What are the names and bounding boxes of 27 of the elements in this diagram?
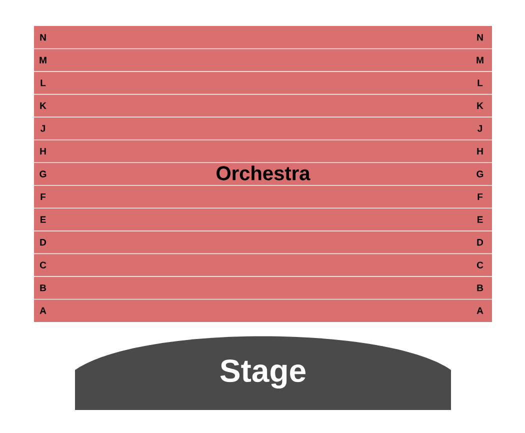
row-label: F xyxy=(478,194,483,200)
row-label: N xyxy=(477,34,483,41)
row-label: M xyxy=(40,56,46,64)
row-label: M xyxy=(476,56,484,64)
row-label: E xyxy=(40,216,46,223)
row-label: C xyxy=(40,262,46,268)
row-label: H xyxy=(477,148,483,154)
row-label: B xyxy=(40,284,46,292)
row-label: D xyxy=(477,239,484,246)
row-label: D xyxy=(40,239,46,246)
row-label: L xyxy=(478,80,483,86)
row-label: J xyxy=(40,125,45,132)
row-label: H xyxy=(40,148,46,154)
row-label: A xyxy=(476,307,484,314)
row-label: N xyxy=(40,34,46,41)
row-label: K xyxy=(477,102,484,109)
row-label: G xyxy=(40,170,46,178)
stage: Stage xyxy=(75,336,451,410)
row-label: K xyxy=(40,102,46,109)
row-label: C xyxy=(476,262,484,268)
row-label: G xyxy=(476,170,484,178)
row-label: F xyxy=(40,194,46,200)
row-label: E xyxy=(477,216,483,223)
row-label: L xyxy=(40,80,46,86)
row-label: A xyxy=(40,307,46,314)
row-label: J xyxy=(478,125,482,132)
row-label: B xyxy=(477,284,483,292)
